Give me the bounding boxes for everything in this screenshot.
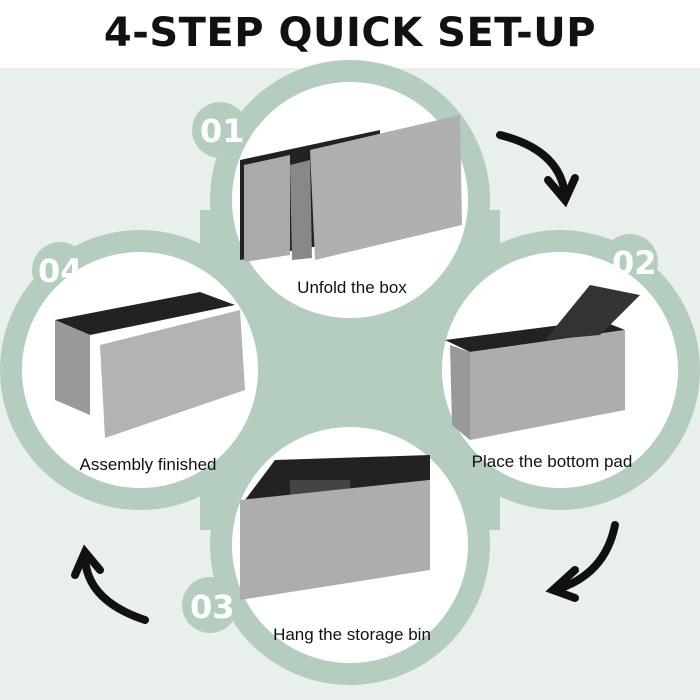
step-number-01: 01	[200, 112, 245, 150]
bin-with-hanging-storage-illustration	[240, 455, 430, 600]
finished-ottoman-illustration	[55, 292, 245, 438]
step-number-02: 02	[612, 244, 657, 282]
page-title: 4-STEP QUICK SET-UP	[103, 10, 597, 56]
step-caption-02: Place the bottom pad	[471, 452, 633, 471]
arrows	[71, 131, 619, 624]
step-caption-04: Assembly finished	[79, 455, 217, 474]
step-caption-03: Hang the storage bin	[273, 625, 431, 644]
step-number-04: 04	[38, 252, 83, 290]
unfolded-box-illustration	[240, 115, 462, 262]
step-number-03: 03	[190, 588, 235, 626]
bin-with-pad-illustration	[445, 285, 640, 440]
step-caption-01: Unfold the box	[297, 278, 407, 297]
